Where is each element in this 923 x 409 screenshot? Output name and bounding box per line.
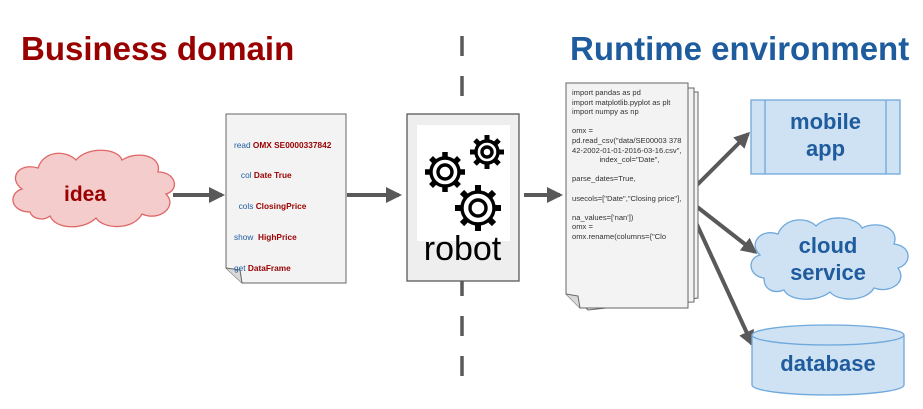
idea-cloud xyxy=(12,149,176,228)
cloud-service-label-line1: cloud xyxy=(798,233,858,258)
idea-label: idea xyxy=(64,183,107,206)
dsl-document-fold xyxy=(225,267,243,284)
mobile-app-label: mobile app xyxy=(765,109,886,163)
mobile-app-box xyxy=(750,99,901,175)
cloud-service-label-line2: service xyxy=(790,259,866,285)
cloud-service-cloud xyxy=(750,217,909,300)
dsl-document xyxy=(225,113,347,284)
database-cylinder xyxy=(751,324,905,396)
business-domain-title: Business domain xyxy=(21,30,295,67)
dsl-line: col Date True xyxy=(240,170,292,181)
gears-icon xyxy=(425,135,504,231)
mobile-app-label-line1: mobile xyxy=(790,109,861,134)
cloud-service-label: cloud service xyxy=(762,233,894,287)
robot-label: robot xyxy=(423,230,502,268)
mobile-app-label-line2: app xyxy=(805,135,846,161)
dsl-line: cols ClosingPrice xyxy=(238,201,307,212)
dsl-line: show HighPrice xyxy=(234,232,297,243)
dsl-code: read OMX SE0000337842 col Date True cols… xyxy=(234,119,331,294)
code-document-stack xyxy=(565,82,699,311)
database-label: database xyxy=(780,351,876,376)
generated-python-code: import pandas as pd import matplotlib.py… xyxy=(572,88,682,241)
runtime-environment-title: Runtime environment xyxy=(570,30,910,67)
dsl-line: read OMX SE0000337842 xyxy=(234,139,332,150)
dsl-line: get DataFrame xyxy=(234,263,291,274)
